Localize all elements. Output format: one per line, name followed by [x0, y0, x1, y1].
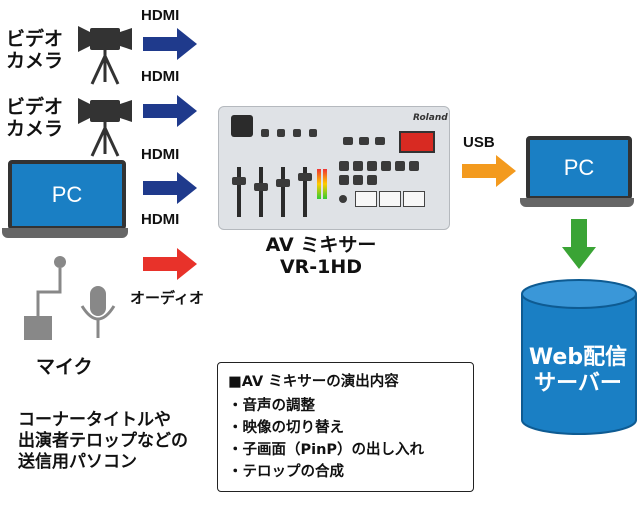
- mixer-fader-2: [254, 183, 268, 191]
- audio-label: オーディオ: [130, 289, 204, 307]
- mixer-input-button-1: [355, 191, 377, 207]
- pc-note-line3: 送信用パソコン: [18, 452, 137, 472]
- mixer-mic-input: [231, 115, 253, 137]
- info-item-2: ・映像の切り替え: [228, 420, 344, 436]
- mixer-input-button-2: [379, 191, 401, 207]
- mixer-button-10: [339, 175, 349, 185]
- camera-1-label: ビデオ カメラ: [6, 28, 63, 72]
- mixer-label-line2: VR-1HD: [279, 256, 363, 278]
- info-item-1: ・音声の調整: [228, 398, 315, 414]
- web-server-label-line1: Web配信: [528, 345, 628, 370]
- mixer-fader-track-1: [237, 167, 241, 217]
- mixer-fader-3: [276, 179, 290, 187]
- audio-arrow-icon: [143, 248, 197, 280]
- pc-note: コーナータイトルや 出演者テロップなどの 送信用パソコン: [18, 410, 188, 473]
- mixer-fader-1: [232, 177, 246, 185]
- mixer-fader-track-4: [303, 167, 307, 217]
- mixer-level-meter-1: [317, 169, 321, 199]
- pc-left-laptop: PC: [2, 160, 132, 244]
- web-server-database-icon: [521, 279, 637, 435]
- mixer-button-12: [367, 175, 377, 185]
- microphones-icon: [24, 256, 116, 340]
- pc-note-line2: 出演者テロップなどの: [18, 431, 188, 451]
- pc-right-keyboard: [520, 198, 634, 207]
- hdmi-label-2: HDMI: [141, 68, 180, 85]
- mixer-button-8: [395, 161, 405, 171]
- camera-2-label-line2: カメラ: [6, 118, 64, 140]
- mic-label: マイク: [36, 356, 93, 378]
- mixer-button-3: [375, 137, 385, 145]
- mixer-label: AV ミキサー VR-1HD: [246, 234, 396, 278]
- mixer-knob-1: [261, 129, 269, 137]
- mixer-brand-logo: Roland: [413, 113, 448, 123]
- hdmi-arrow-1-icon: [143, 28, 197, 60]
- pc-left-keyboard: [2, 228, 128, 238]
- mixer-fader-track-3: [281, 167, 285, 217]
- mixer-button-5: [353, 161, 363, 171]
- mixer-fader-track-2: [259, 167, 263, 217]
- web-server-label-line2: サーバー: [534, 371, 622, 396]
- pc-right-laptop: PC: [520, 136, 638, 212]
- usb-arrow-icon: [462, 155, 516, 187]
- mixer-knob-2: [277, 129, 285, 137]
- pc-left-screen: PC: [8, 160, 126, 230]
- mixer-round-button: [339, 195, 347, 203]
- usb-label: USB: [463, 134, 495, 151]
- camera-1-label-line1: ビデオ: [6, 28, 64, 50]
- mixer-button-9: [409, 161, 419, 171]
- web-server-label: Web配信 サーバー: [520, 345, 636, 397]
- pc-note-line1: コーナータイトルや: [18, 410, 171, 430]
- mixer-button-11: [353, 175, 363, 185]
- mixer-button-6: [367, 161, 377, 171]
- av-mixer-device: Roland: [218, 106, 450, 230]
- mixer-button-4: [339, 161, 349, 171]
- mixer-red-buttons: [399, 131, 435, 153]
- mixer-knob-3: [293, 129, 301, 137]
- pc-right-screen: PC: [526, 136, 632, 200]
- hdmi-label-1: HDMI: [141, 7, 180, 24]
- hdmi-arrow-2-icon: [143, 95, 197, 127]
- hdmi-label-3: HDMI: [141, 146, 180, 163]
- mixer-functions-box: ■AV ミキサーの演出内容 ・音声の調整 ・映像の切り替え ・子画面（PinP）…: [217, 362, 474, 492]
- hdmi-arrow-3-icon: [143, 172, 197, 204]
- mixer-input-button-3: [403, 191, 425, 207]
- info-item-4: ・テロップの合成: [228, 464, 344, 480]
- camera-2-label-line1: ビデオ: [6, 96, 64, 118]
- info-box-title: ■AV ミキサーの演出内容: [228, 374, 399, 390]
- video-camera-1-icon: [78, 26, 132, 85]
- info-item-3: ・子画面（PinP）の出し入れ: [228, 442, 425, 458]
- camera-2-label: ビデオ カメラ: [6, 96, 63, 140]
- mixer-level-meter-2: [323, 169, 327, 199]
- camera-1-label-line2: カメラ: [6, 50, 64, 72]
- video-camera-2-icon: [78, 98, 132, 157]
- mixer-button-2: [359, 137, 369, 145]
- mixer-button-7: [381, 161, 391, 171]
- mixer-knob-4: [309, 129, 317, 137]
- mixer-label-line1: AV ミキサー: [265, 234, 377, 256]
- mixer-button-1: [343, 137, 353, 145]
- down-arrow-icon: [562, 219, 596, 269]
- hdmi-label-4: HDMI: [141, 211, 180, 228]
- mixer-fader-4: [298, 173, 312, 181]
